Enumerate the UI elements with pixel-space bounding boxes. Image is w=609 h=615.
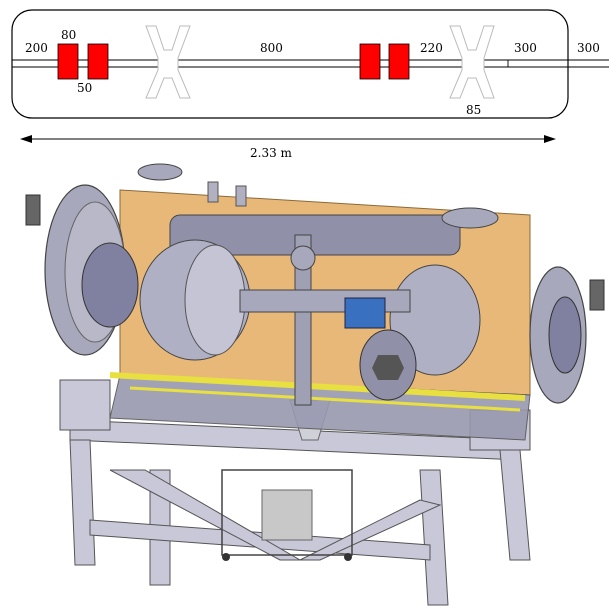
label-50: 50 [77,81,92,95]
beamline-schematic: 200 80 50 800 220 300 300 85 [11,9,609,119]
label-800: 800 [260,41,283,55]
label-220: 220 [420,41,443,55]
chamber-left [145,25,191,99]
magnet-2 [87,43,109,80]
label-80: 80 [61,28,76,42]
top-pipes [137,163,499,406]
beam-pipe [12,59,609,68]
label-85: 85 [466,103,481,117]
label-200: 200 [25,41,48,55]
magnet-3 [359,43,381,80]
label-300-inner: 300 [514,41,537,55]
magnets [57,43,410,80]
total-length-label: 2.33 m [250,146,293,160]
vacuum-chamber-render [25,163,605,606]
inner-chambers [81,239,481,401]
chamber-right [449,25,495,99]
schematic-frame [11,9,569,119]
total-length-dimension: 2.33 m [20,135,556,160]
magnet-1 [57,43,79,80]
magnet-4 [388,43,410,80]
label-300-outer: 300 [577,41,600,55]
